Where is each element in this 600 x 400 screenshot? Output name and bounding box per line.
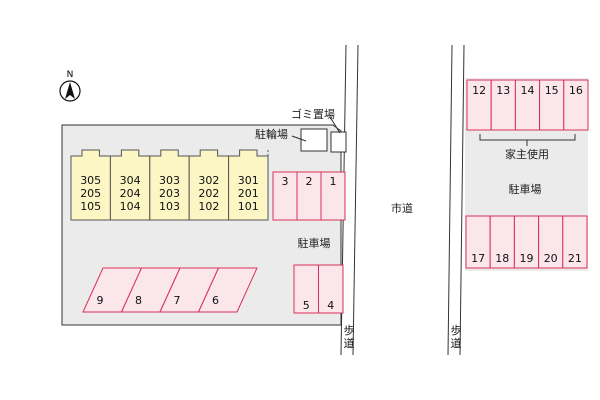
parking-space bbox=[320, 171, 346, 221]
room-number: 104 bbox=[120, 200, 141, 213]
parking-space bbox=[490, 79, 516, 131]
parking-space-number: 20 bbox=[544, 252, 558, 265]
room-number: 101 bbox=[238, 200, 259, 213]
bicycle-leader bbox=[291, 135, 307, 142]
room-number: 303 bbox=[159, 174, 180, 187]
parking-diagonal: 9 8 7 6 bbox=[82, 267, 258, 313]
room-number: 103 bbox=[159, 200, 180, 213]
parking-space bbox=[197, 267, 258, 313]
room-number: 204 bbox=[120, 187, 141, 200]
parking-space-number: 4 bbox=[327, 299, 334, 312]
city-road-label: 市道 bbox=[391, 201, 413, 215]
parking-space-number: 2 bbox=[306, 175, 313, 188]
bicycle-shed bbox=[300, 128, 328, 152]
owner-use-bracket bbox=[479, 134, 576, 146]
parking-space-number: 17 bbox=[471, 252, 485, 265]
road-edge-right bbox=[447, 44, 453, 356]
sidewalk-text: 歩道 bbox=[344, 323, 355, 350]
parking-space bbox=[296, 171, 322, 221]
room-number: 105 bbox=[80, 200, 101, 213]
room-number: 301 bbox=[238, 174, 259, 187]
room-number: 205 bbox=[80, 187, 101, 200]
room-number: 305 bbox=[80, 174, 101, 187]
garbage-area bbox=[330, 131, 347, 153]
parking-space bbox=[293, 264, 319, 314]
building-unit-column bbox=[188, 149, 230, 221]
parking-space-number: 7 bbox=[174, 294, 181, 307]
room-number: 102 bbox=[198, 200, 219, 213]
parking-space bbox=[489, 215, 515, 269]
parking-space bbox=[318, 264, 344, 314]
parking-space-number: 3 bbox=[282, 175, 289, 188]
garbage-leader bbox=[329, 116, 341, 134]
compass: N bbox=[59, 70, 81, 102]
parking-space-number: 18 bbox=[495, 252, 509, 265]
building-unit-column bbox=[149, 149, 190, 221]
parking-space bbox=[563, 79, 589, 131]
parking-space-number: 21 bbox=[568, 252, 582, 265]
parking-left-label: 駐車場 bbox=[298, 236, 331, 250]
parking-space bbox=[539, 79, 565, 131]
room-number: 302 bbox=[198, 174, 219, 187]
sidewalk-label-left: 歩道 bbox=[344, 323, 355, 350]
sidewalk-line-right bbox=[459, 44, 465, 356]
parking-space-number: 16 bbox=[569, 84, 583, 97]
parking-space bbox=[562, 215, 588, 269]
north-arrow-needle bbox=[65, 82, 75, 99]
parking-right-label: 駐車場 bbox=[509, 182, 542, 196]
road-edge-left bbox=[352, 44, 359, 356]
parking-space-number: 1 bbox=[330, 175, 337, 188]
parking-left-top: 3 2 1 bbox=[272, 171, 346, 221]
parking-space bbox=[272, 171, 298, 221]
parking-space-number: 12 bbox=[472, 84, 486, 97]
parking-space-number: 8 bbox=[135, 294, 142, 307]
parking-space bbox=[538, 215, 564, 269]
room-number: 202 bbox=[198, 187, 219, 200]
parking-right-bottom: 17 18 19 20 21 bbox=[465, 215, 588, 269]
compass-label: N bbox=[67, 70, 74, 80]
parking-space-number: 15 bbox=[545, 84, 559, 97]
parking-space bbox=[514, 79, 541, 131]
parking-space bbox=[513, 215, 540, 269]
parking-space-number: 13 bbox=[496, 84, 510, 97]
parking-space-number: 5 bbox=[303, 299, 310, 312]
parking-space-number: 9 bbox=[97, 294, 104, 307]
parking-space bbox=[465, 215, 491, 269]
sidewalk-label-right: 歩道 bbox=[451, 323, 462, 350]
parking-space bbox=[466, 79, 492, 131]
bicycle-label: 駐輪場 bbox=[255, 127, 288, 141]
parking-right-top: 12 13 14 15 16 bbox=[466, 79, 589, 131]
room-number: 304 bbox=[120, 174, 141, 187]
parking-space-number: 14 bbox=[521, 84, 535, 97]
owner-use-label: 家主使用 bbox=[505, 147, 549, 161]
parking-space-number: 19 bbox=[520, 252, 534, 265]
building-unit-column bbox=[109, 149, 151, 221]
building-unit-column bbox=[70, 149, 111, 221]
building-unit-column bbox=[228, 149, 269, 221]
room-number: 203 bbox=[159, 187, 180, 200]
sidewalk-text: 歩道 bbox=[451, 323, 462, 350]
garbage-label: ゴミ置場 bbox=[291, 107, 335, 121]
room-number: 201 bbox=[238, 187, 259, 200]
parking-space-number: 6 bbox=[212, 294, 219, 307]
